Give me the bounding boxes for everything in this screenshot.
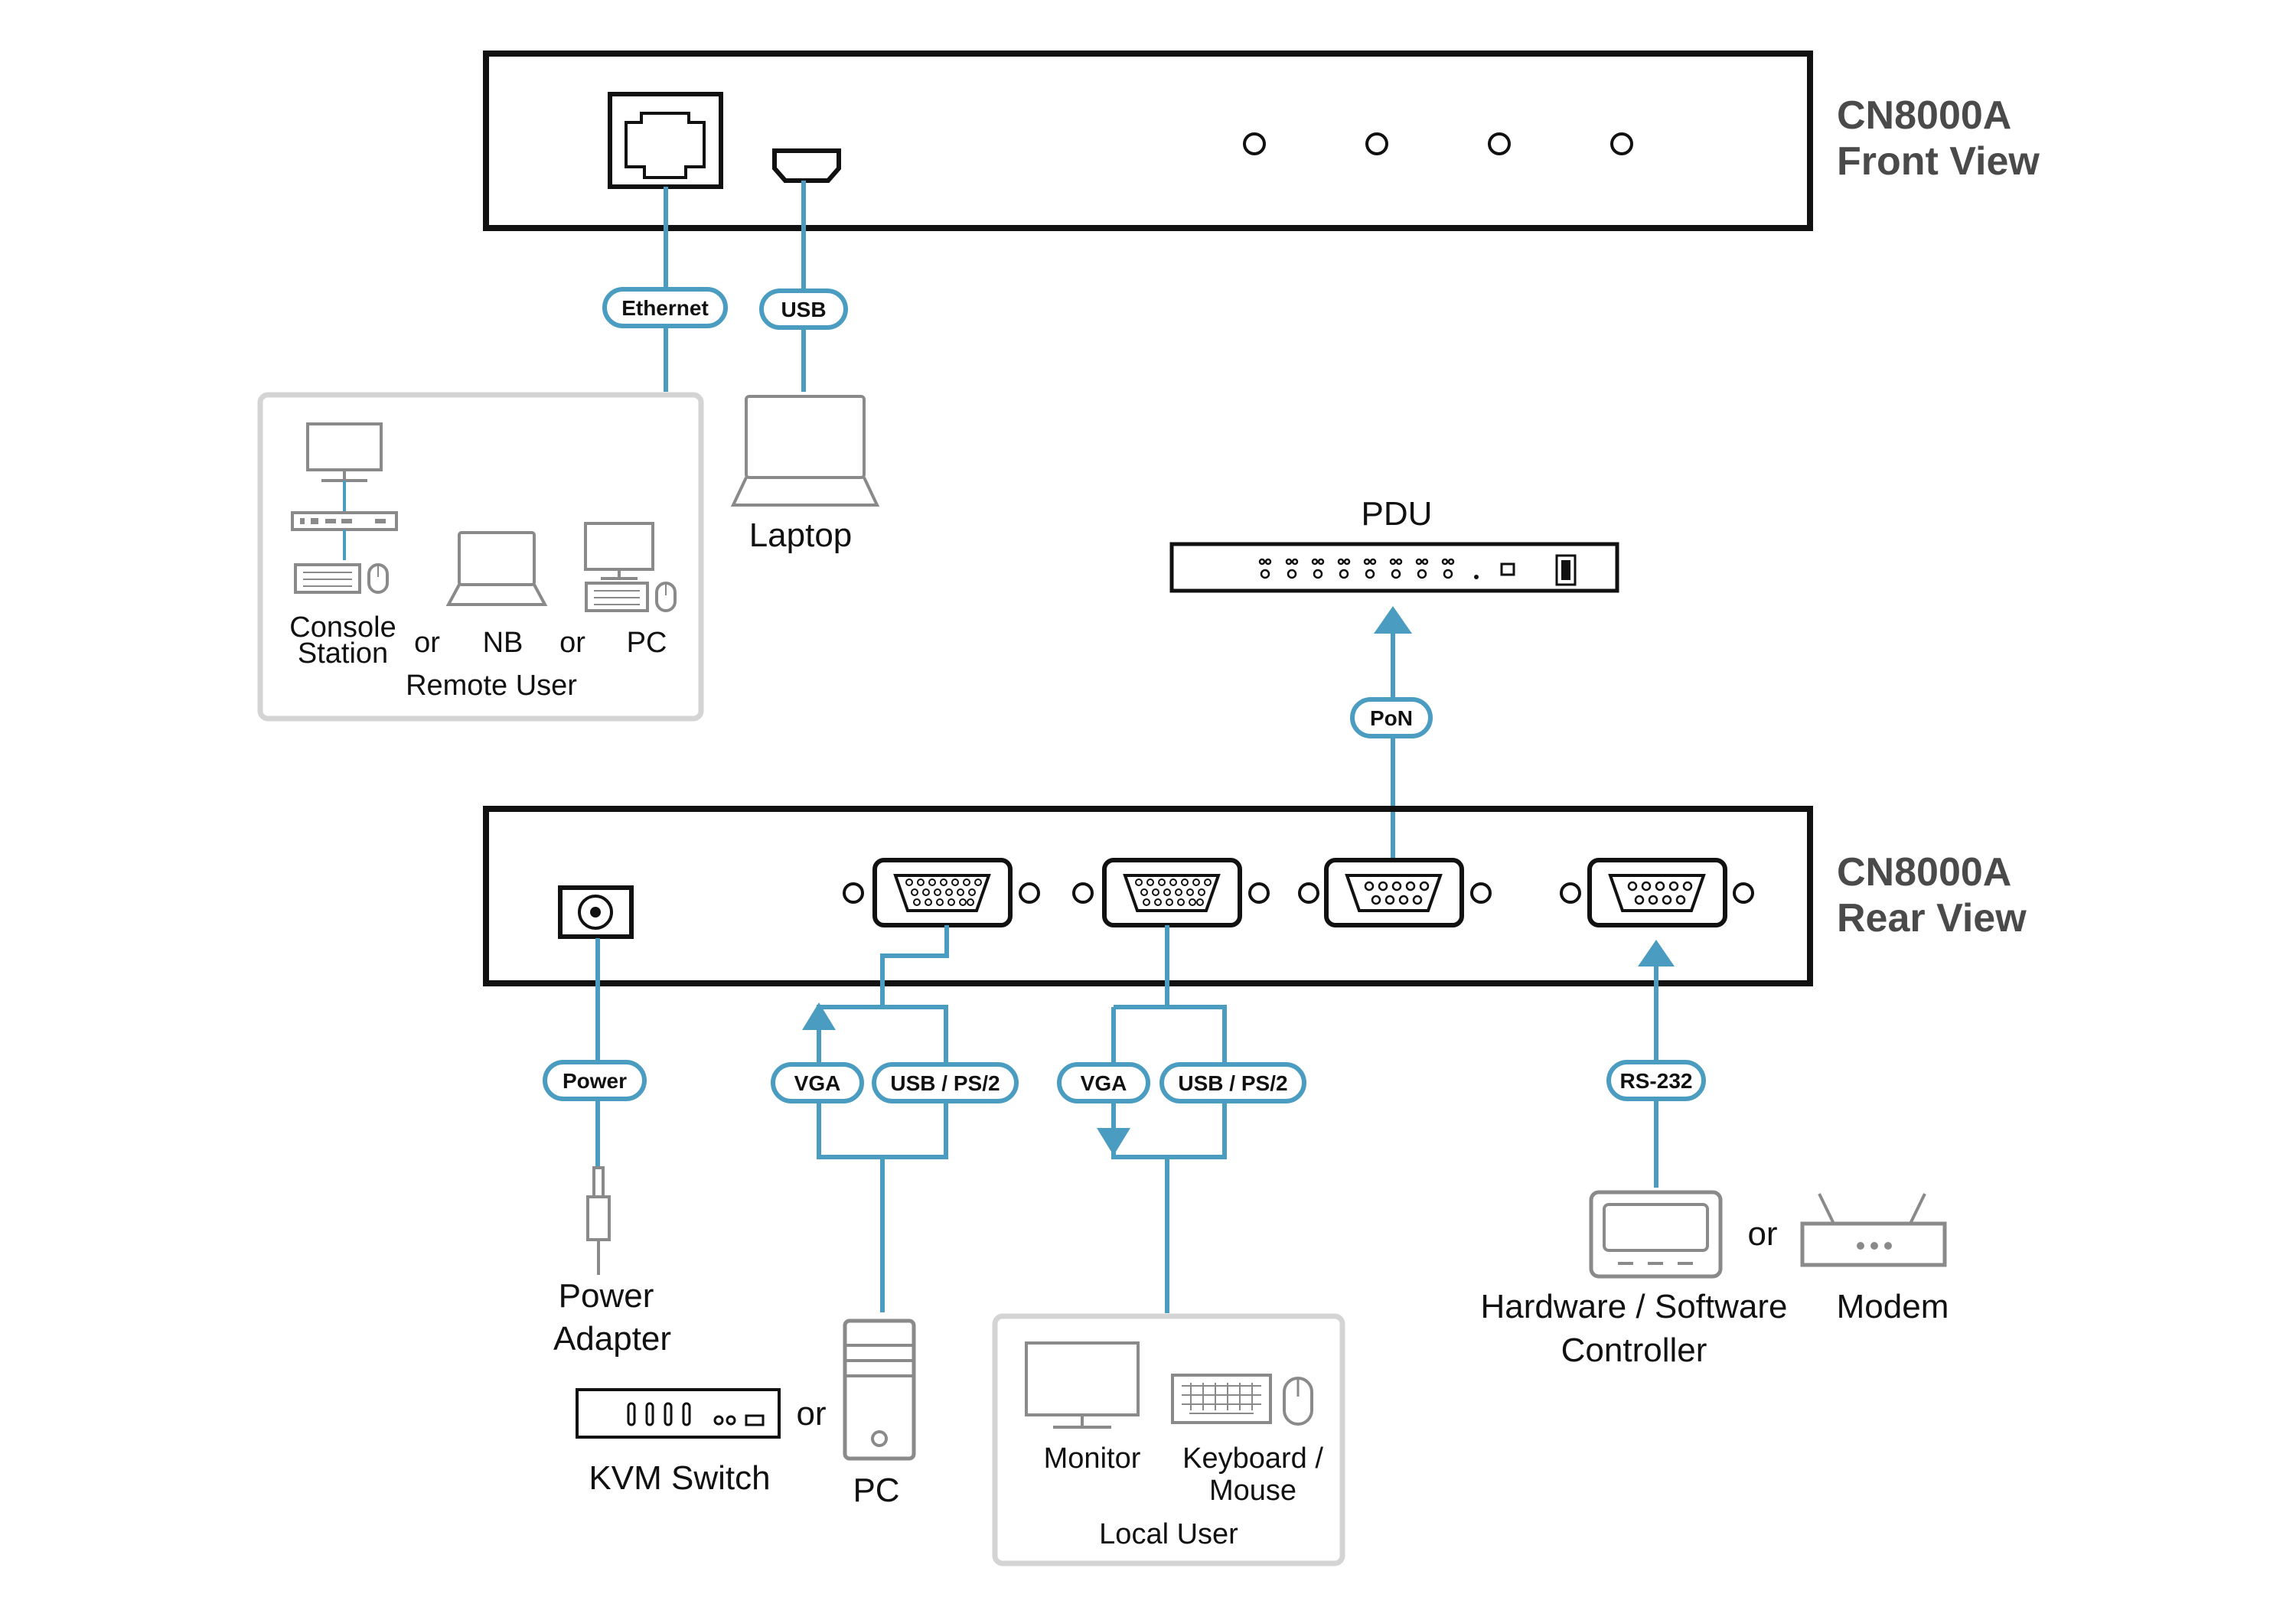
vga-port-2-icon [1072, 858, 1270, 927]
keyboard-mouse-icon [1171, 1374, 1313, 1426]
led-indicator [1243, 132, 1266, 155]
local-user-cables [1097, 925, 1227, 1313]
or-separator: or [796, 1395, 826, 1433]
modem-icon [1800, 1193, 1947, 1267]
usbps2-cable-tag-left [872, 1062, 1019, 1103]
front-model-label: CN8000A [1837, 93, 2011, 138]
pon-port-icon [1298, 858, 1492, 927]
led-indicator [1365, 132, 1388, 155]
led-indicator [1488, 132, 1511, 155]
front-view-unit [483, 51, 1813, 231]
rs232-port-icon [1560, 858, 1754, 927]
rs232-arrow [1638, 940, 1675, 966]
laptop-icon [730, 395, 880, 507]
rs232-cable-tag [1606, 1060, 1706, 1101]
usbps2-cable-label-right: USB / PS/2 [1178, 1071, 1287, 1095]
pon-arrow [1374, 606, 1412, 634]
ethernet-cable-tag [602, 287, 728, 328]
usbps2-cable-tag-right [1159, 1062, 1306, 1103]
laptop-label: Laptop [749, 517, 853, 554]
controller-label-line2: Controller [1561, 1332, 1707, 1369]
pc-label: PC [627, 627, 667, 659]
keyboard-mouse-label-line2: Mouse [1209, 1475, 1296, 1507]
pon-cable-tag [1350, 697, 1433, 738]
remote-user-group: Console Station or NB or PC Remote User [257, 392, 704, 722]
led-indicator [1610, 132, 1633, 155]
kvm-switch-label: KVM Switch [589, 1459, 770, 1497]
or-separator: or [414, 627, 440, 659]
kvm-switch-icon [576, 1388, 781, 1439]
usb-cable-label: USB [781, 298, 826, 321]
usb-port-icon [772, 148, 841, 183]
pc-tower-icon [843, 1319, 916, 1461]
rear-model-label: CN8000A [1837, 850, 2011, 895]
usbps2-cable-label-left: USB / PS/2 [890, 1071, 1000, 1095]
notebook-icon [445, 531, 548, 606]
ethernet-cable-label: Ethernet [621, 296, 709, 320]
keyboard-mouse-label-line1: Keyboard / [1182, 1442, 1323, 1475]
console-station-label-line2: Station [298, 637, 388, 670]
pdu-outlet-icons [1258, 558, 1455, 579]
monitor-label: Monitor [1044, 1442, 1141, 1475]
rear-view-unit [483, 806, 1813, 986]
power-port-icon [558, 885, 634, 939]
rs232-cable-label: RS-232 [1620, 1069, 1693, 1093]
pc-side-cables [802, 925, 949, 1312]
usb-cable-tag [759, 288, 848, 330]
vga-cable-label-left: VGA [794, 1071, 841, 1095]
remote-user-label: Remote User [406, 670, 577, 702]
pdu-label: PDU [1362, 495, 1433, 533]
notebook-label: NB [483, 627, 523, 659]
pdu-device [1169, 542, 1619, 593]
ethernet-port-icon [608, 92, 723, 189]
pon-cable-label: PoN [1370, 706, 1413, 730]
power-adapter-label-line2: Adapter [553, 1320, 671, 1358]
or-separator: or [1747, 1215, 1777, 1253]
or-separator: or [559, 627, 585, 659]
monitor-icon [1025, 1341, 1140, 1429]
rear-view-label: Rear View [1837, 896, 2027, 940]
front-view-label: Front View [1837, 139, 2040, 184]
controller-icon [1589, 1190, 1723, 1279]
power-cable-label: Power [563, 1069, 627, 1093]
power-adapter-label-line1: Power [559, 1277, 654, 1315]
modem-label: Modem [1837, 1288, 1949, 1325]
power-cable-tag [543, 1060, 647, 1101]
console-station-label-line1: Console [289, 611, 396, 644]
controller-label-line1: Hardware / Software [1480, 1288, 1787, 1325]
local-user-label: Local User [1099, 1518, 1238, 1550]
pc-label: PC [853, 1472, 899, 1509]
vga-cable-tag-left [771, 1062, 864, 1103]
vga-cable-tag-right [1057, 1062, 1150, 1103]
pc-icon [584, 522, 677, 612]
vga-cable-label-right: VGA [1081, 1071, 1127, 1095]
console-station-icon [291, 422, 398, 594]
local-user-group: Monitor Keyboard / Mouse Local User [992, 1313, 1345, 1566]
vga-port-1-icon [843, 858, 1040, 927]
power-adapter-plug-icon [586, 1166, 611, 1275]
